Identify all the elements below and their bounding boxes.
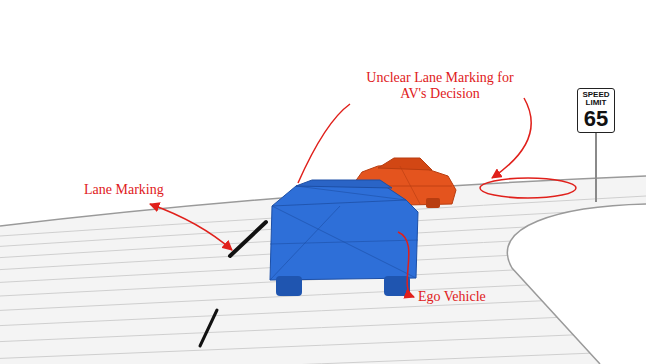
- leader-line: [298, 104, 350, 183]
- callout-label: Lane Marking: [84, 182, 164, 198]
- sign-heading: SPEED LIMIT: [581, 91, 611, 108]
- sign-post: [595, 128, 597, 202]
- callout-label: Ego Vehicle: [418, 289, 486, 305]
- road-texture-line: [0, 351, 646, 364]
- sign-value: 65: [581, 108, 611, 130]
- leader-arrow: [492, 98, 531, 178]
- road-texture-line: [0, 279, 646, 310]
- lane-marking: [200, 310, 217, 346]
- callout-label: Unclear Lane Marking for AV's Decision: [352, 70, 528, 102]
- speed-limit-sign: SPEED LIMIT65: [577, 88, 615, 133]
- road-texture-line: [0, 314, 646, 342]
- road-edge: [507, 204, 646, 364]
- ego-vehicle: [270, 180, 418, 296]
- leader-arrow: [150, 204, 232, 250]
- leader-arrow: [398, 232, 414, 297]
- lane-marking: [230, 222, 266, 256]
- highlight-ellipse: [480, 178, 576, 198]
- road-texture-line: [0, 296, 646, 326]
- road-surface: [0, 176, 646, 364]
